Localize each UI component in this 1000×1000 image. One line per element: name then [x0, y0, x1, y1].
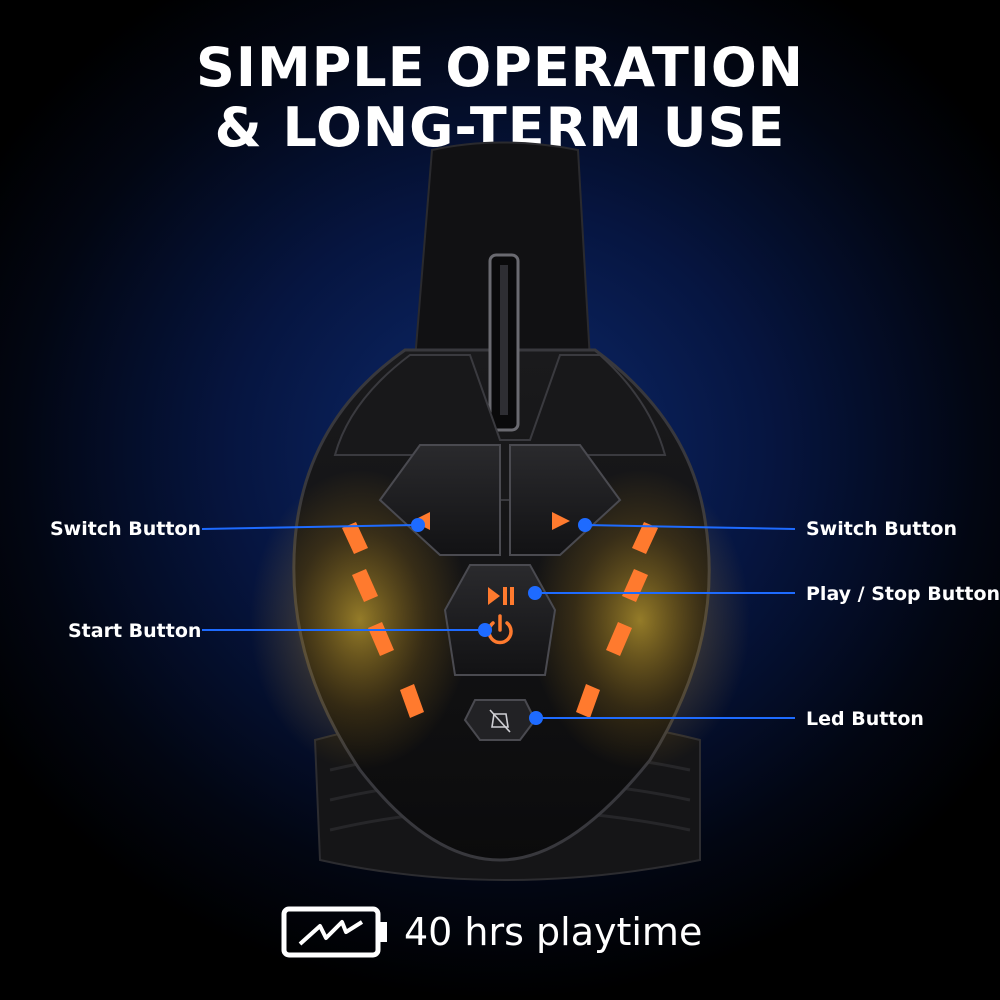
- switch-left-pad: [378, 444, 501, 556]
- led-strips-right: [576, 522, 658, 718]
- callout-switch-left: Switch Button: [50, 518, 201, 540]
- callout-play-stop: Play / Stop Button: [806, 583, 1000, 605]
- headline: SIMPLE OPERATION & LONG-TERM USE: [0, 38, 1000, 158]
- headline-line-1: SIMPLE OPERATION: [196, 36, 804, 99]
- arrow-right-icon: [552, 512, 570, 530]
- callout-switch-right: Switch Button: [806, 518, 957, 540]
- headband: [413, 141, 592, 361]
- battery-icon: [281, 906, 387, 958]
- led-off-icon: [489, 709, 511, 733]
- playtime-footer: 40 hrs playtime: [280, 902, 702, 962]
- callout-start: Start Button: [68, 620, 202, 642]
- callout-led: Led Button: [806, 708, 924, 730]
- playtime-text: 40 hrs playtime: [404, 910, 703, 954]
- play-pause-icon: [488, 587, 514, 605]
